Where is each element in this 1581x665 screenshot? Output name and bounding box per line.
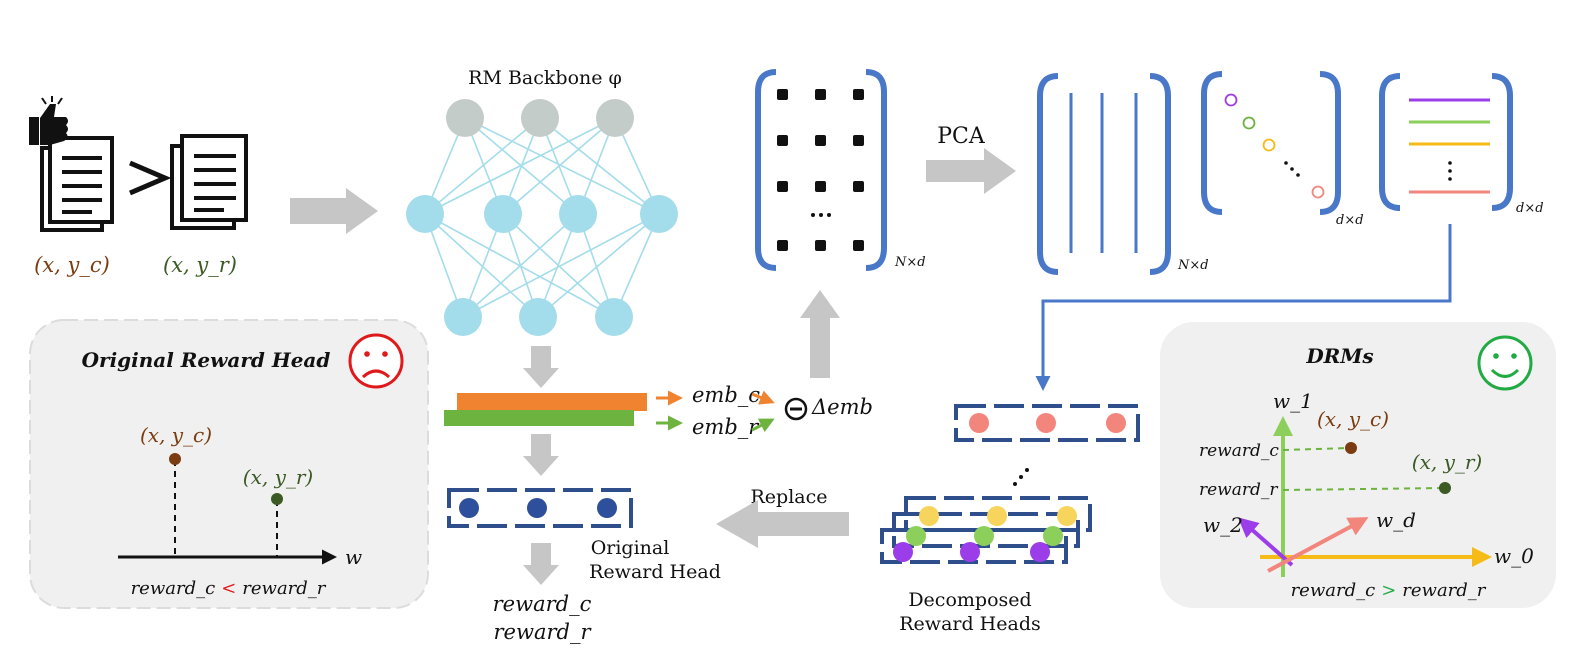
right-comparison: reward_c> reward_r: [1291, 580, 1487, 601]
original-head-label-1: Original: [591, 537, 670, 559]
matrix-entries: [777, 89, 864, 251]
pair-chosen-label: (x, y_c): [34, 253, 110, 277]
happy-face-icon: [1477, 335, 1533, 391]
sad-face-icon: [348, 333, 404, 389]
matrix-dim-label: N×d: [894, 255, 926, 270]
decomposed-label-1: Decomposed: [908, 589, 1031, 611]
u-dim-label: N×d: [1177, 258, 1209, 273]
decomposed-label-2: Reward Heads: [899, 613, 1040, 635]
sigma-diagonal: [1224, 93, 1325, 199]
projection-r: [1282, 487, 1445, 491]
delta-emb-label: Δemb: [811, 395, 873, 419]
delta-r-arrow: [751, 418, 775, 433]
right-point-c-label: (x, y_c): [1317, 407, 1389, 431]
original-head: [447, 488, 633, 528]
right-point-c: [1345, 442, 1357, 454]
preference-symbol: [129, 160, 172, 196]
emb-down-arrow: [523, 434, 559, 476]
sigma-bracket-left: [1201, 71, 1223, 215]
left-cmp-left: reward_c: [131, 578, 216, 599]
delta-c-arrow: [751, 390, 775, 405]
decomposed-head-top: [954, 404, 1140, 442]
left-comparison: reward_c< reward_r: [131, 578, 327, 599]
left-point-r-label: (x, y_r): [243, 465, 313, 489]
heads-ellipsis: [1013, 468, 1029, 486]
head-down-arrow: [523, 543, 559, 585]
axis-w0-label: w_0: [1494, 544, 1534, 568]
minus-operator-icon: [784, 397, 808, 421]
axis-w2: [1238, 517, 1294, 567]
v-bracket-left: [1379, 73, 1401, 211]
v-dim-label: d×d: [1516, 201, 1544, 216]
axis-wd-label: w_d: [1376, 508, 1416, 532]
right-cmp-op: >: [1381, 580, 1396, 601]
right-panel-title: DRMs: [1305, 344, 1373, 368]
matrix-bracket-left: [755, 69, 777, 271]
delta-up-arrow: [800, 290, 840, 378]
network-edges: [424, 117, 660, 318]
left-point-c-label: (x, y_c): [140, 423, 212, 447]
sigma-ellipsis: [1284, 161, 1300, 177]
left-point-r: [271, 493, 283, 505]
matrix-bracket-right: [865, 69, 887, 271]
sigma-bracket-right: [1319, 71, 1341, 215]
drms-panel: DRMs w_1 w_2 w_d w_0 (x, y_c) (x, y_r) r…: [1160, 322, 1556, 608]
v-rows: [1409, 98, 1490, 194]
v-ellipsis: [1448, 161, 1452, 181]
axis-w2-label: w_2: [1203, 513, 1243, 537]
input-arrow: [290, 188, 378, 234]
output-reward-r: reward_r: [494, 620, 593, 644]
original-reward-head-panel: Original Reward Head w (x, y_c) (x, y_r)…: [29, 319, 429, 609]
sigma-dim-label: d×d: [1336, 213, 1364, 228]
u-bracket-left: [1037, 73, 1059, 275]
left-panel-title: Original Reward Head: [82, 348, 331, 372]
axis-wd: [1267, 517, 1369, 573]
v-bracket-right: [1491, 73, 1513, 211]
chosen-document-icon: [40, 136, 114, 232]
right-reward-r-label: reward_r: [1199, 480, 1278, 500]
right-reward-c-label: reward_c: [1199, 441, 1279, 461]
network-neurons: [406, 99, 678, 336]
right-point-r-label: (x, y_r): [1412, 450, 1482, 474]
pca-arrow: [926, 148, 1016, 194]
emb-r-label: emb_r: [692, 415, 760, 439]
replace-arrow: [716, 500, 849, 548]
v-to-heads-connector: [1035, 224, 1452, 391]
right-cmp-left: reward_c: [1291, 580, 1376, 601]
u-bracket-right: [1149, 73, 1171, 275]
u-columns: [1069, 93, 1138, 253]
pca-label: PCA: [937, 124, 986, 149]
left-cmp-right: reward_r: [242, 578, 327, 599]
emb-rejected-bar: [444, 410, 634, 426]
left-point-c: [169, 453, 181, 465]
thumbs-up-icon: [29, 96, 68, 145]
output-reward-c: reward_c: [493, 592, 592, 616]
left-axis-label: w: [345, 545, 362, 569]
replace-label: Replace: [750, 486, 827, 508]
pair-rejected-label: (x, y_r): [163, 253, 237, 277]
emb-chosen-bar: [457, 393, 647, 411]
original-head-label-2: Reward Head: [589, 561, 721, 583]
decomposed-head-stack: [880, 496, 1092, 564]
rejected-document-icon: [170, 134, 248, 230]
backbone-label: RM Backbone φ: [468, 67, 622, 89]
backbone-down-arrow: [523, 346, 559, 388]
right-cmp-right: reward_r: [1402, 580, 1487, 601]
emb-c-label: emb_c: [692, 383, 760, 407]
projection-c: [1282, 447, 1351, 451]
right-point-r: [1439, 482, 1451, 494]
left-cmp-op: <: [221, 578, 236, 599]
axis-w1-label: w_1: [1273, 389, 1313, 413]
